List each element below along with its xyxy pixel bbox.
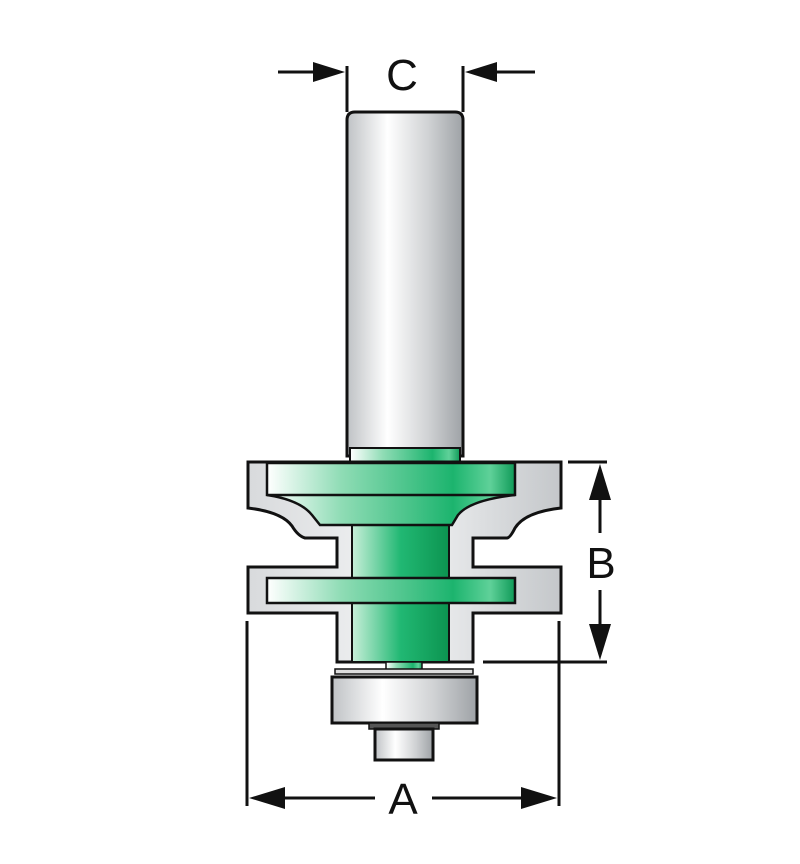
dimension-b-label: B — [586, 539, 615, 588]
dimension-a-label: A — [388, 775, 418, 824]
dimension-c — [278, 62, 535, 112]
shank — [345, 110, 465, 458]
bearing — [330, 675, 479, 725]
lower-cutter-wing — [265, 576, 517, 605]
dimension-a — [245, 621, 561, 809]
dimension-c-label: C — [386, 51, 418, 100]
bearing-screw — [373, 727, 435, 762]
washer — [334, 668, 474, 675]
dimension-b — [483, 460, 611, 664]
